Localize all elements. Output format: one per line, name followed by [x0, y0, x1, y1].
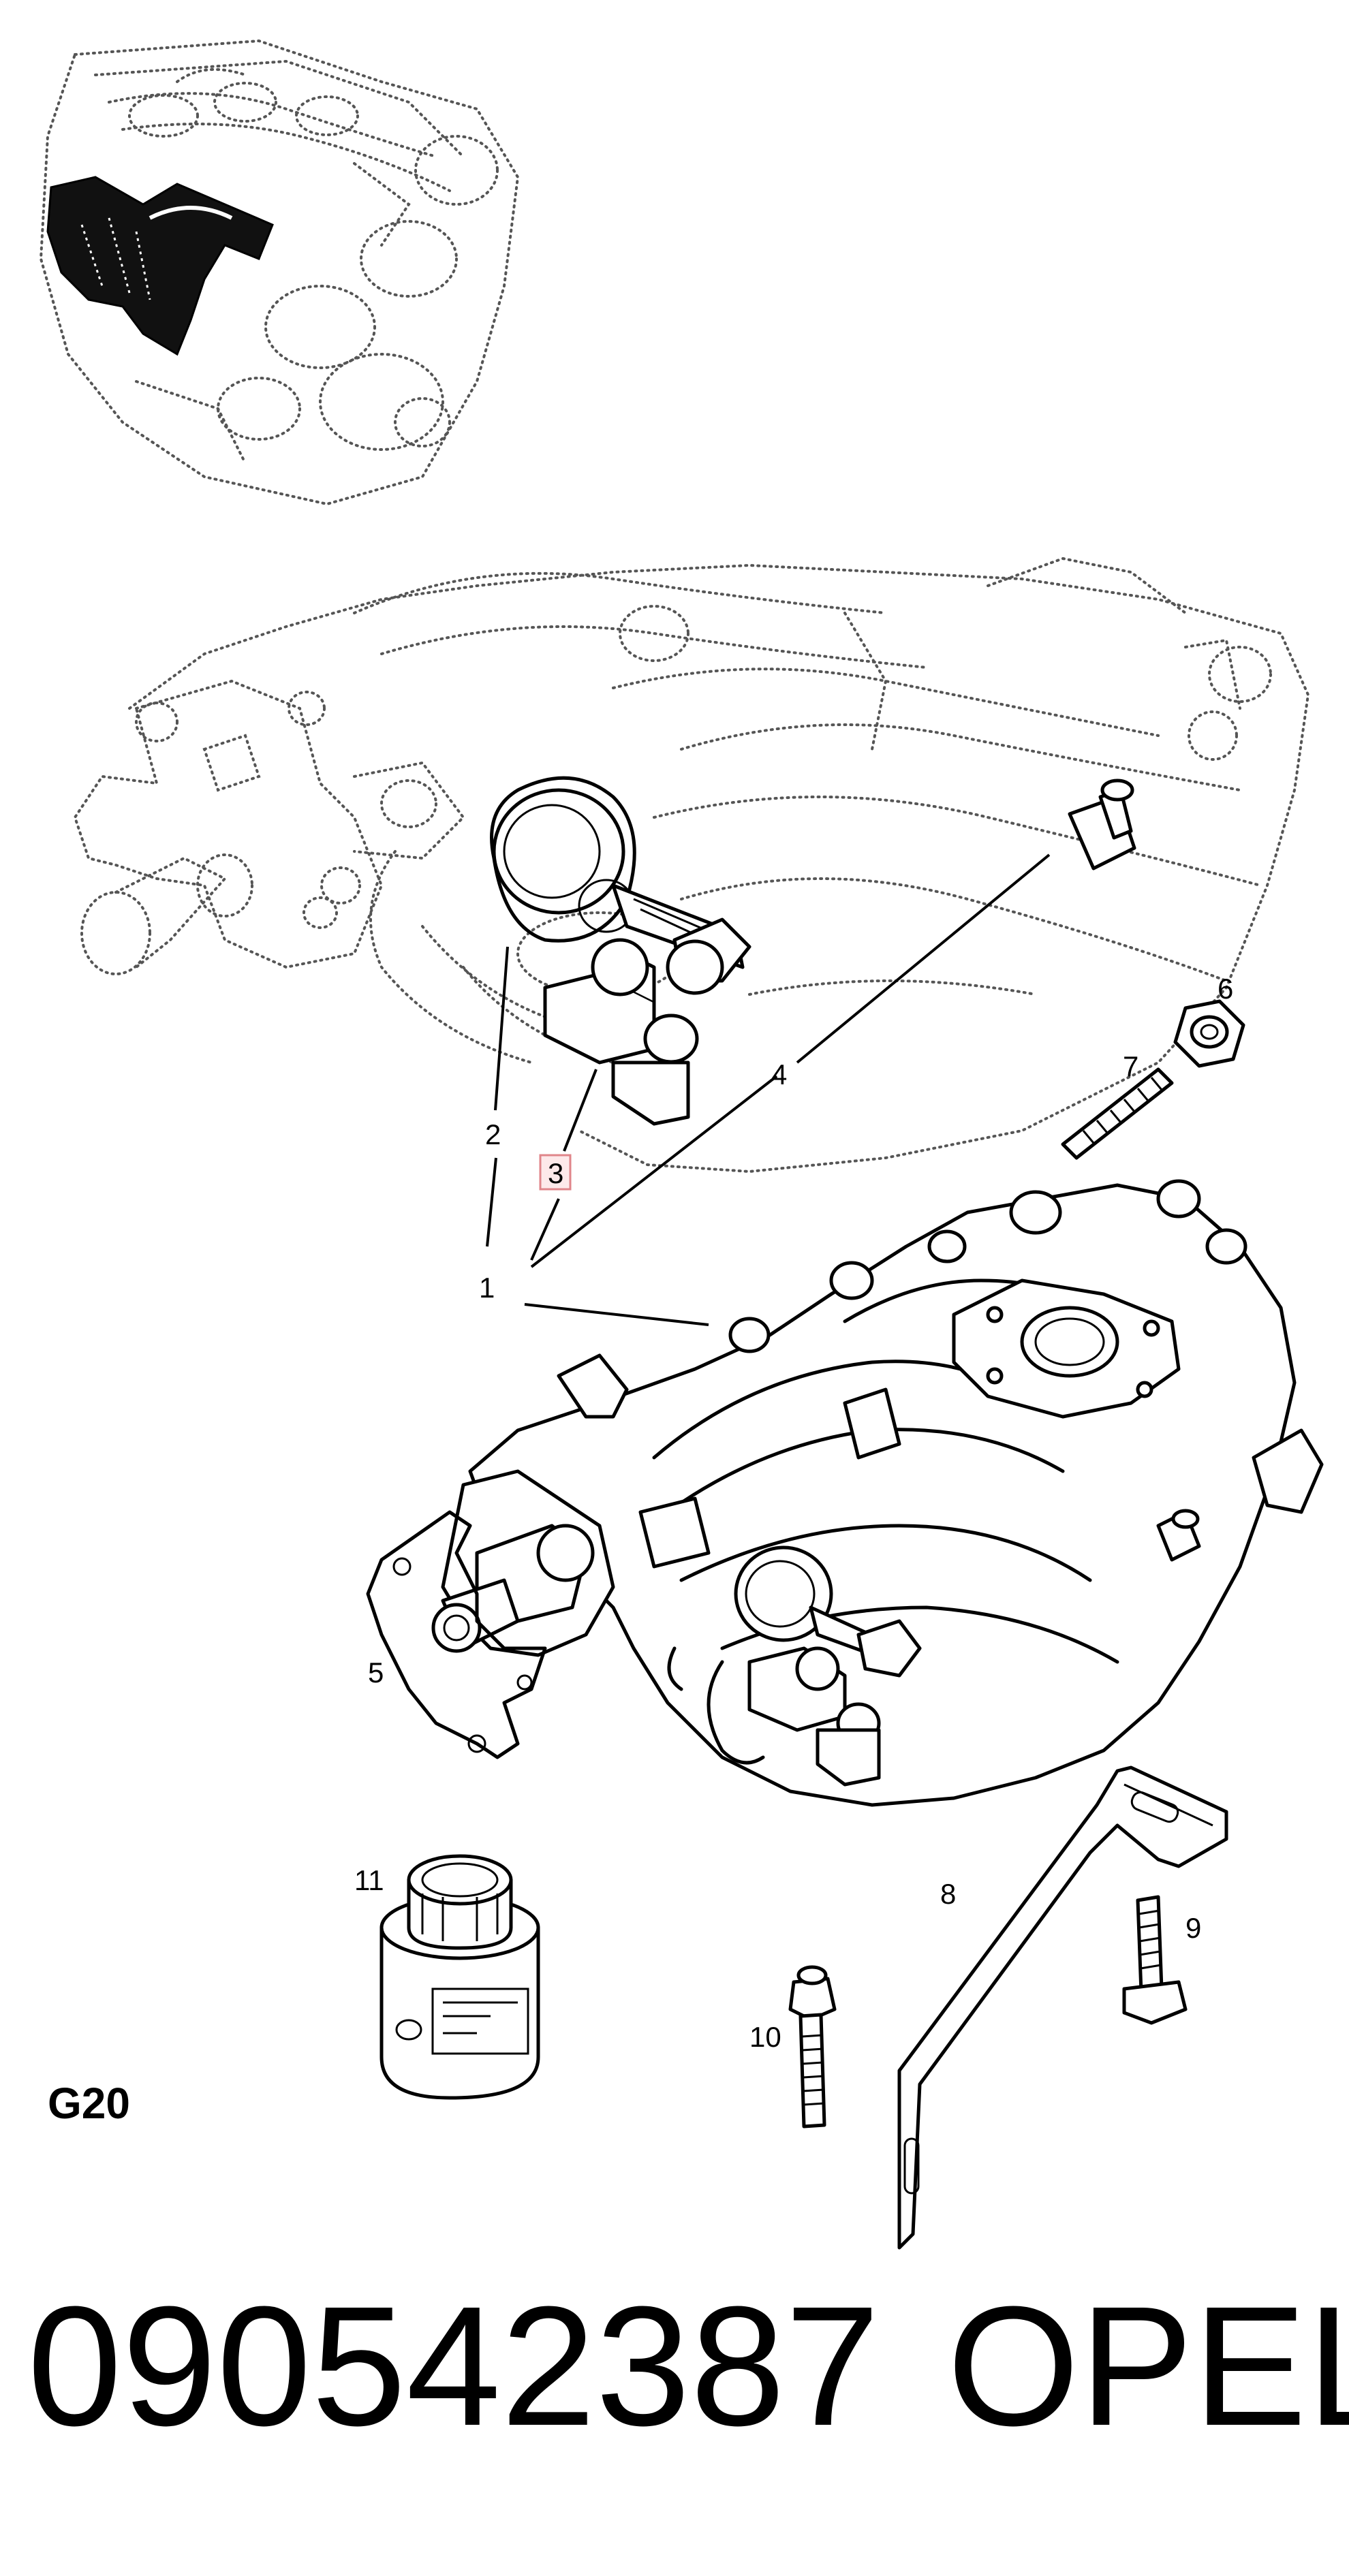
flange-bolt-10	[788, 1965, 837, 2129]
engine-overview-thumbnail	[39, 39, 520, 506]
upper-solenoid-valve	[543, 938, 699, 1126]
callout-1: 1	[479, 1272, 495, 1304]
upper-stud	[1068, 779, 1136, 870]
callout-11: 11	[354, 1864, 384, 1896]
callout-10: 10	[749, 2021, 781, 2053]
callout-6: 6	[1218, 973, 1233, 1005]
section-code: G20	[48, 2079, 130, 2128]
flange-bolt-9	[1122, 1895, 1188, 2025]
hex-nut	[1173, 999, 1245, 1068]
intake-manifold	[431, 1179, 1324, 1807]
upper-vacuum-actuator	[490, 776, 751, 995]
callout-3-highlight	[539, 1154, 572, 1191]
callout-2: 2	[485, 1118, 501, 1150]
brand-name: OPEL	[947, 2271, 1349, 2461]
callout-3: 3	[548, 1157, 563, 1189]
manifold-solenoid-valve	[747, 1646, 881, 1787]
sealant-container	[379, 1854, 540, 2100]
support-bracket	[897, 1765, 1228, 2250]
part-number: 090542387	[27, 2271, 880, 2461]
callout-8: 8	[940, 1878, 956, 1910]
leader-lines	[486, 853, 1051, 1326]
highlighted-manifold-silhouette	[46, 176, 274, 356]
manifold-gasket	[366, 1510, 547, 1759]
callout-7: 7	[1123, 1050, 1138, 1082]
callout-4: 4	[771, 1058, 787, 1090]
threaded-stud	[1061, 1067, 1174, 1160]
callout-5: 5	[368, 1656, 384, 1688]
callout-labels: 1 2 3 4 5 6 7 8 9 10 11	[354, 973, 1233, 2053]
callout-9: 9	[1185, 1912, 1201, 1944]
manifold-vacuum-actuator	[667, 1545, 922, 1765]
